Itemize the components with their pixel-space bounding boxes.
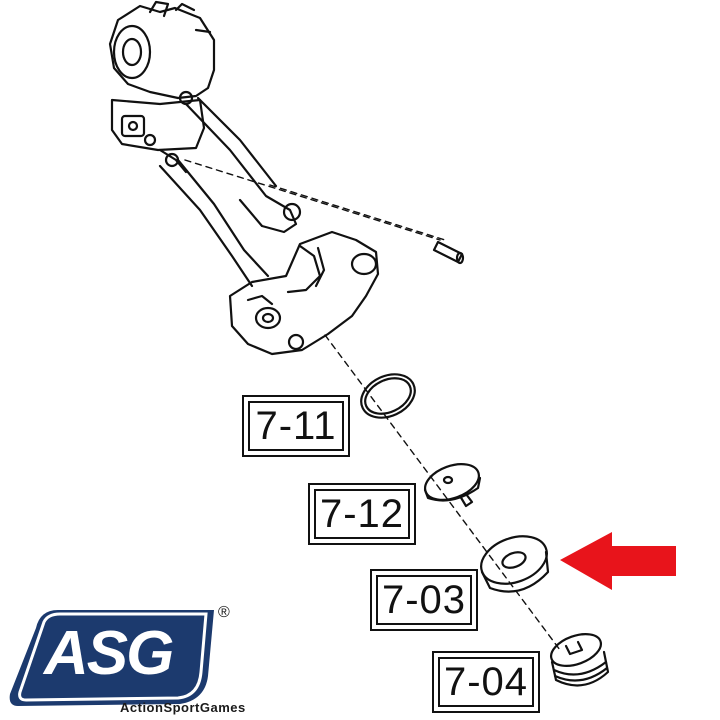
assembly-guide-lines	[184, 159, 561, 651]
part-label-text: 7-11	[248, 401, 344, 451]
part-7-03-seal-ring	[480, 535, 550, 593]
part-label-text: 7-12	[314, 489, 410, 539]
logo-brand: ASG	[44, 619, 174, 688]
hammer-housing-part	[108, 0, 216, 174]
part-label-7-12: 7-12	[308, 483, 416, 545]
part-7-11-o-ring	[360, 373, 416, 419]
hammer-strut-part	[158, 96, 302, 288]
asg-logo-shield	[9, 610, 214, 706]
logo-tagline: ActionSportGames	[120, 700, 246, 715]
part-label-text: 7-04	[438, 657, 534, 707]
part-7-12-valve-disc	[423, 463, 482, 508]
valve-housing-part	[228, 230, 380, 356]
part-7-04-threaded-cap	[550, 633, 610, 687]
pin-part	[432, 240, 465, 265]
part-label-7-04: 7-04	[432, 651, 540, 713]
part-label-7-03: 7-03	[370, 569, 478, 631]
part-label-text: 7-03	[376, 575, 472, 625]
logo-registered-mark: ®	[218, 604, 230, 621]
part-label-7-11: 7-11	[242, 395, 350, 457]
highlight-arrow	[560, 532, 676, 590]
